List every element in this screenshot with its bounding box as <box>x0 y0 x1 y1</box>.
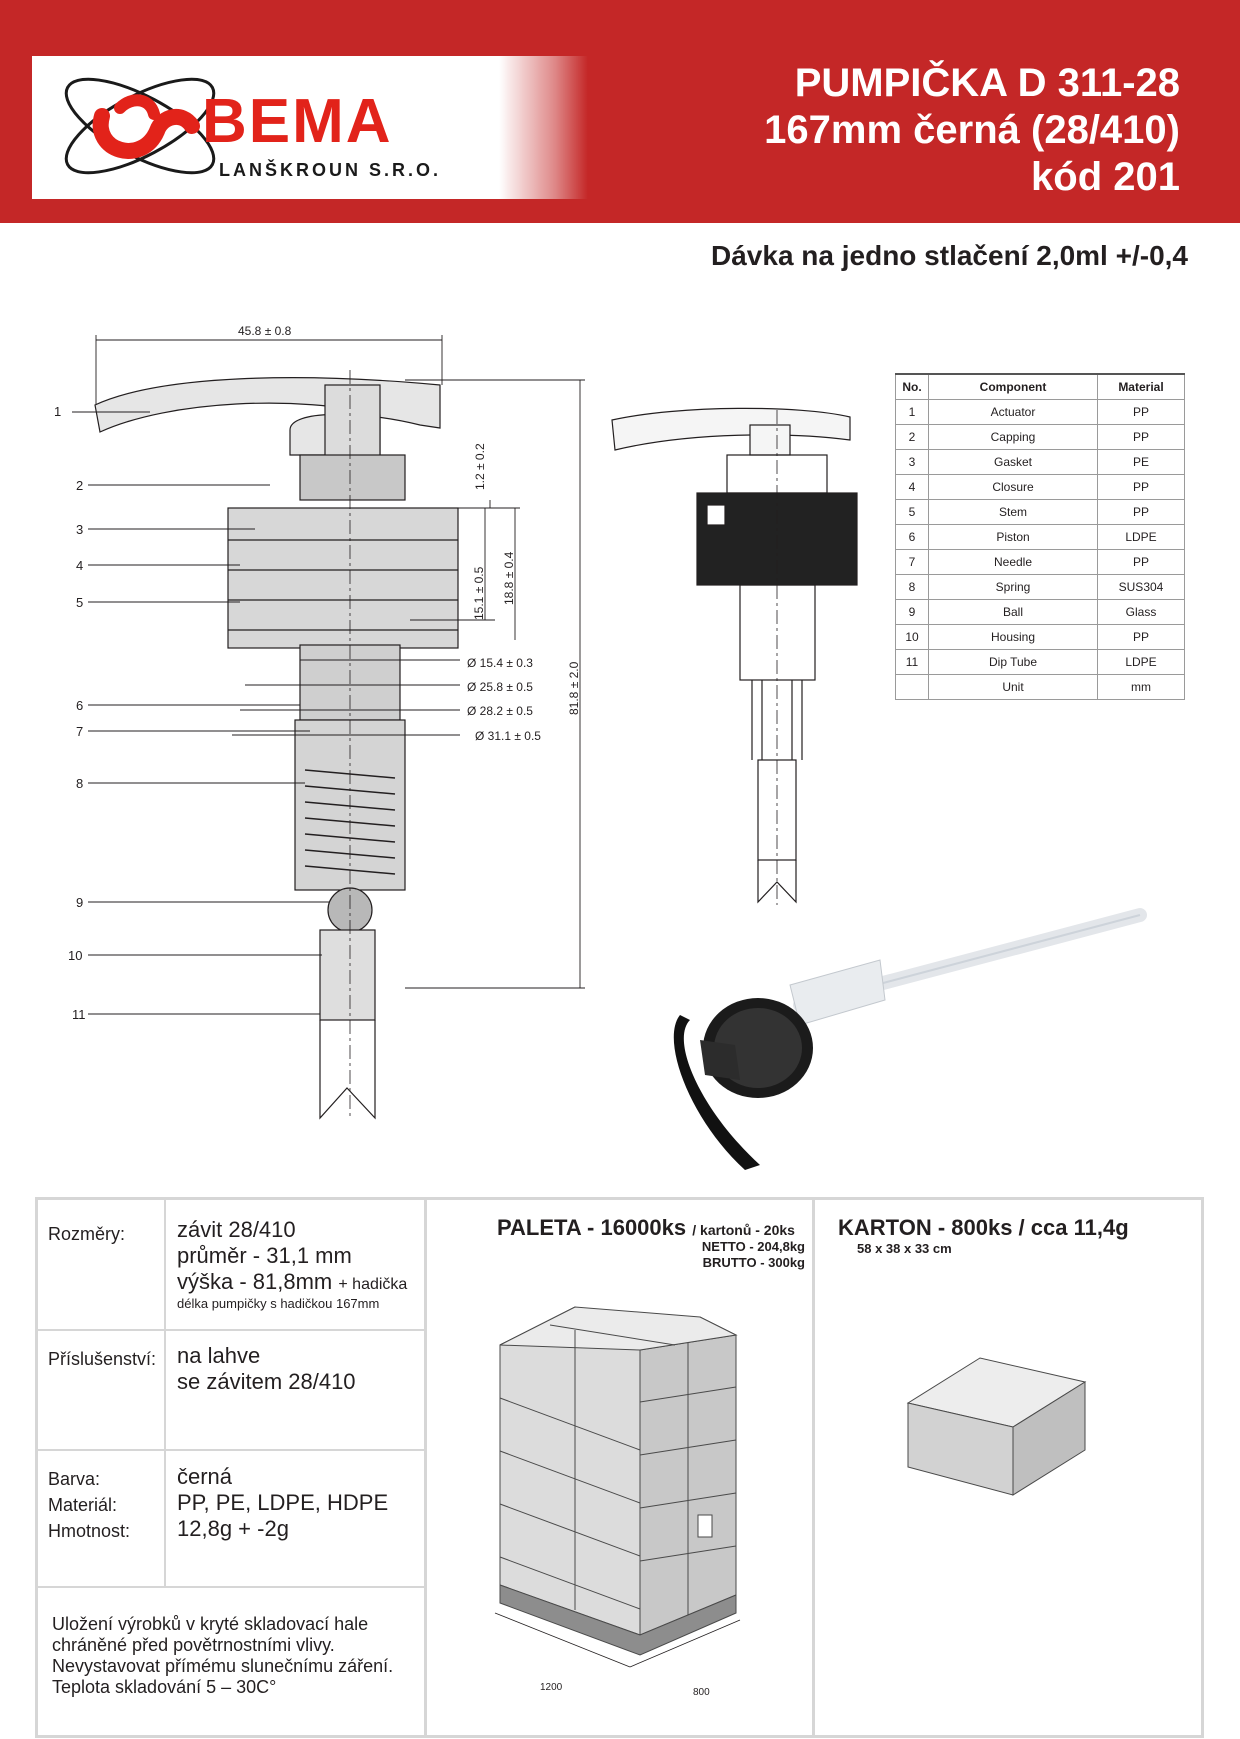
divider <box>424 1197 427 1738</box>
callout-4: 4 <box>76 558 83 573</box>
callout-3: 3 <box>76 522 83 537</box>
col-component: Component <box>928 373 1098 400</box>
karton-title: KARTON - 800ks / cca 11,4g <box>838 1215 1129 1240</box>
dim-d2: 15.1 ± 0.5 <box>472 566 486 620</box>
dim-dia-1: Ø 15.4 ± 0.3 <box>467 656 533 670</box>
value-prislusenstvi-2: se závitem 28/410 <box>177 1369 356 1394</box>
header-banner: BEMA LANŠKROUN S.R.O. PUMPIČKA D 311-28 … <box>0 0 1240 223</box>
storage-line-3: Nevystavovat přímému slunečnímu záření. <box>52 1656 394 1676</box>
carton-illustration <box>906 1357 1087 1496</box>
side-view-drawing <box>611 407 858 905</box>
dim-d1: 1.2 ± 0.2 <box>473 443 487 490</box>
callout-2: 2 <box>76 478 83 493</box>
label-prislusenstvi: Příslušenství: <box>48 1349 157 1369</box>
label-barva: Barva: <box>48 1469 101 1489</box>
value-rozmery-3a: výška - 81,8mm <box>177 1269 333 1294</box>
divider <box>35 1449 425 1451</box>
dim-width: 45.8 ± 0.8 <box>238 324 292 338</box>
value-rozmery-1: závit 28/410 <box>177 1217 296 1242</box>
dose-text: Dávka na jedno stlačení 2,0ml +/-0,4 <box>711 240 1188 271</box>
value-prislusenstvi-1: na lahve <box>177 1343 261 1368</box>
logo-panel: BEMA LANŠKROUN S.R.O. <box>32 56 588 199</box>
col-material: Material <box>1097 373 1185 400</box>
pallet-dim-a: 1200 <box>540 1682 563 1693</box>
value-hmotnost: 12,8g + -2g <box>177 1516 289 1541</box>
callout-11: 11 <box>72 1007 86 1022</box>
storage-note: Uložení výrobků v kryté skladovací hale … <box>52 1614 393 1698</box>
callout-6: 6 <box>76 698 83 713</box>
logo-mark-icon <box>64 77 216 175</box>
logo-subtitle: LANŠKROUN S.R.O. <box>219 159 441 180</box>
label-hmotnost: Hmotnost: <box>48 1521 131 1541</box>
value-barva: černá <box>177 1464 233 1489</box>
pallet-illustration: 1200 800 <box>494 1306 741 1698</box>
callout-10: 10 <box>68 948 82 963</box>
paleta-weights: NETTO - 204,8kg BRUTTO - 300kg <box>600 1239 805 1271</box>
value-rozmery-4: délka pumpičky s hadičkou 167mm <box>177 1296 380 1311</box>
col-no: No. <box>895 373 929 400</box>
title-line-2: 167mm černá (28/410) <box>764 108 1180 152</box>
value-rozmery-3b: + hadička <box>338 1276 408 1293</box>
spec-box <box>35 1197 1204 1738</box>
bema-logo: BEMA LANŠKROUN S.R.O. <box>64 77 441 180</box>
dim-dia-2: Ø 25.8 ± 0.5 <box>467 680 533 694</box>
value-material: PP, PE, LDPE, HDPE <box>177 1490 389 1515</box>
label-rozmery: Rozměry: <box>48 1224 126 1244</box>
callout-5: 5 <box>76 595 83 610</box>
divider <box>812 1197 815 1738</box>
paleta-cartons: / kartonů - 20ks <box>692 1222 795 1238</box>
technical-drawing: 45.8 ± 0.8 1.2 ± 0.2 15.1 ± 0.5 18.8 ± 0… <box>54 324 1147 1170</box>
storage-line-2: chráněné před povětrnostními vlivy. <box>52 1635 335 1655</box>
product-title: PUMPIČKA D 311-28 167mm černá (28/410) k… <box>764 60 1180 201</box>
callout-1: 1 <box>54 404 61 419</box>
logo-wordmark: BEMA <box>202 87 393 156</box>
dim-dia-4: Ø 31.1 ± 0.5 <box>475 729 541 743</box>
paleta-title: PALETA - 16000ks / kartonů - 20ks <box>497 1215 795 1241</box>
paleta-brutto: BRUTTO - 300kg <box>702 1255 805 1270</box>
product-photo <box>673 908 1147 1170</box>
paleta-count: PALETA - 16000ks <box>497 1215 687 1240</box>
title-line-3: kód 201 <box>1031 155 1180 199</box>
dim-d3: 18.8 ± 0.4 <box>502 551 516 605</box>
actuator-shape <box>94 377 441 456</box>
karton-size: 58 x 38 x 33 cm <box>857 1241 952 1256</box>
divider <box>35 1586 425 1588</box>
title-line-1: PUMPIČKA D 311-28 <box>794 61 1180 105</box>
divider <box>164 1197 166 1587</box>
value-rozmery-2: průměr - 31,1 mm <box>177 1243 352 1268</box>
callout-8: 8 <box>76 776 83 791</box>
label-material: Materiál: <box>48 1495 118 1515</box>
callout-7: 7 <box>76 724 83 739</box>
paleta-netto: NETTO - 204,8kg <box>701 1239 805 1254</box>
divider <box>35 1329 425 1331</box>
dim-dia-3: Ø 28.2 ± 0.5 <box>467 704 533 718</box>
callout-9: 9 <box>76 895 83 910</box>
dim-height: 81.8 ± 2.0 <box>567 661 581 715</box>
value-rozmery-3: výška - 81,8mm + hadička <box>177 1269 407 1298</box>
pallet-dim-b: 800 <box>693 1687 710 1698</box>
storage-line-4: Teplota skladování 5 – 30C° <box>52 1677 277 1697</box>
storage-line-1: Uložení výrobků v kryté skladovací hale <box>52 1614 369 1634</box>
